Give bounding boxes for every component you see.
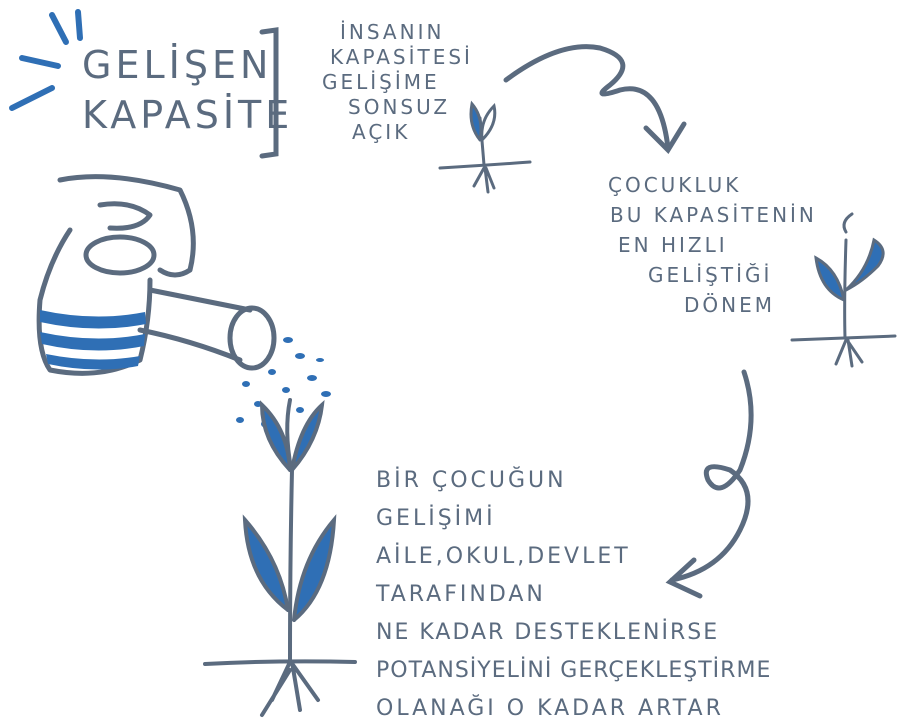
text-line: EN HIZLI — [618, 233, 728, 257]
text-line: GELİŞTİĞİ — [648, 263, 773, 287]
title-line-1: GELİŞEN — [82, 43, 273, 87]
water-drops — [236, 337, 331, 427]
can-stripes — [40, 310, 146, 370]
title-bracket — [259, 27, 279, 159]
title-line-2: KAPASİTE — [82, 93, 294, 137]
text-line: BU KAPASİTENİN — [610, 203, 817, 227]
text-line: GELİŞİMİ — [376, 506, 496, 531]
text-line: AİLE,OKUL,DEVLET — [376, 544, 631, 569]
text-line: SONSUZ — [348, 95, 451, 119]
text-line: TARAFINDAN — [376, 582, 546, 607]
text-block-capacity: İNSANIN KAPASİTESİ GELİŞİME SONSUZ AÇIK — [322, 20, 473, 145]
text-line: POTANSİYELİNİ GERÇEKLEŞTİRME — [376, 658, 772, 683]
text-line: GELİŞİME — [322, 70, 440, 94]
text-line: OLANAĞI O KADAR ARTAR — [376, 696, 724, 721]
flow-arrow-2 — [665, 369, 754, 599]
text-block-childhood: ÇOCUKLUK BU KAPASİTENİN EN HIZLI GELİŞTİ… — [608, 170, 817, 320]
sprout-small — [438, 100, 532, 194]
text-block-support: BİR ÇOCUĞUN GELİŞİMİ AİLE,OKUL,DEVLET TA… — [376, 462, 771, 728]
page-title: GELİŞEN KAPASİTE — [82, 40, 293, 140]
text-line: İNSANIN — [340, 20, 445, 44]
flow-arrow-1 — [503, 44, 687, 155]
text-line: BİR ÇOCUĞUN — [376, 468, 567, 493]
text-line: KAPASİTESİ — [330, 45, 473, 69]
sparkle-icon — [9, 9, 83, 111]
sprout-medium — [790, 212, 897, 368]
text-line: DÖNEM — [684, 293, 775, 317]
watering-can-icon — [36, 174, 277, 376]
text-line: AÇIK — [352, 120, 411, 144]
text-line: NE KADAR DESTEKLENİRSE — [376, 620, 720, 645]
text-line: ÇOCUKLUK — [608, 173, 742, 197]
plant-large — [203, 398, 357, 717]
